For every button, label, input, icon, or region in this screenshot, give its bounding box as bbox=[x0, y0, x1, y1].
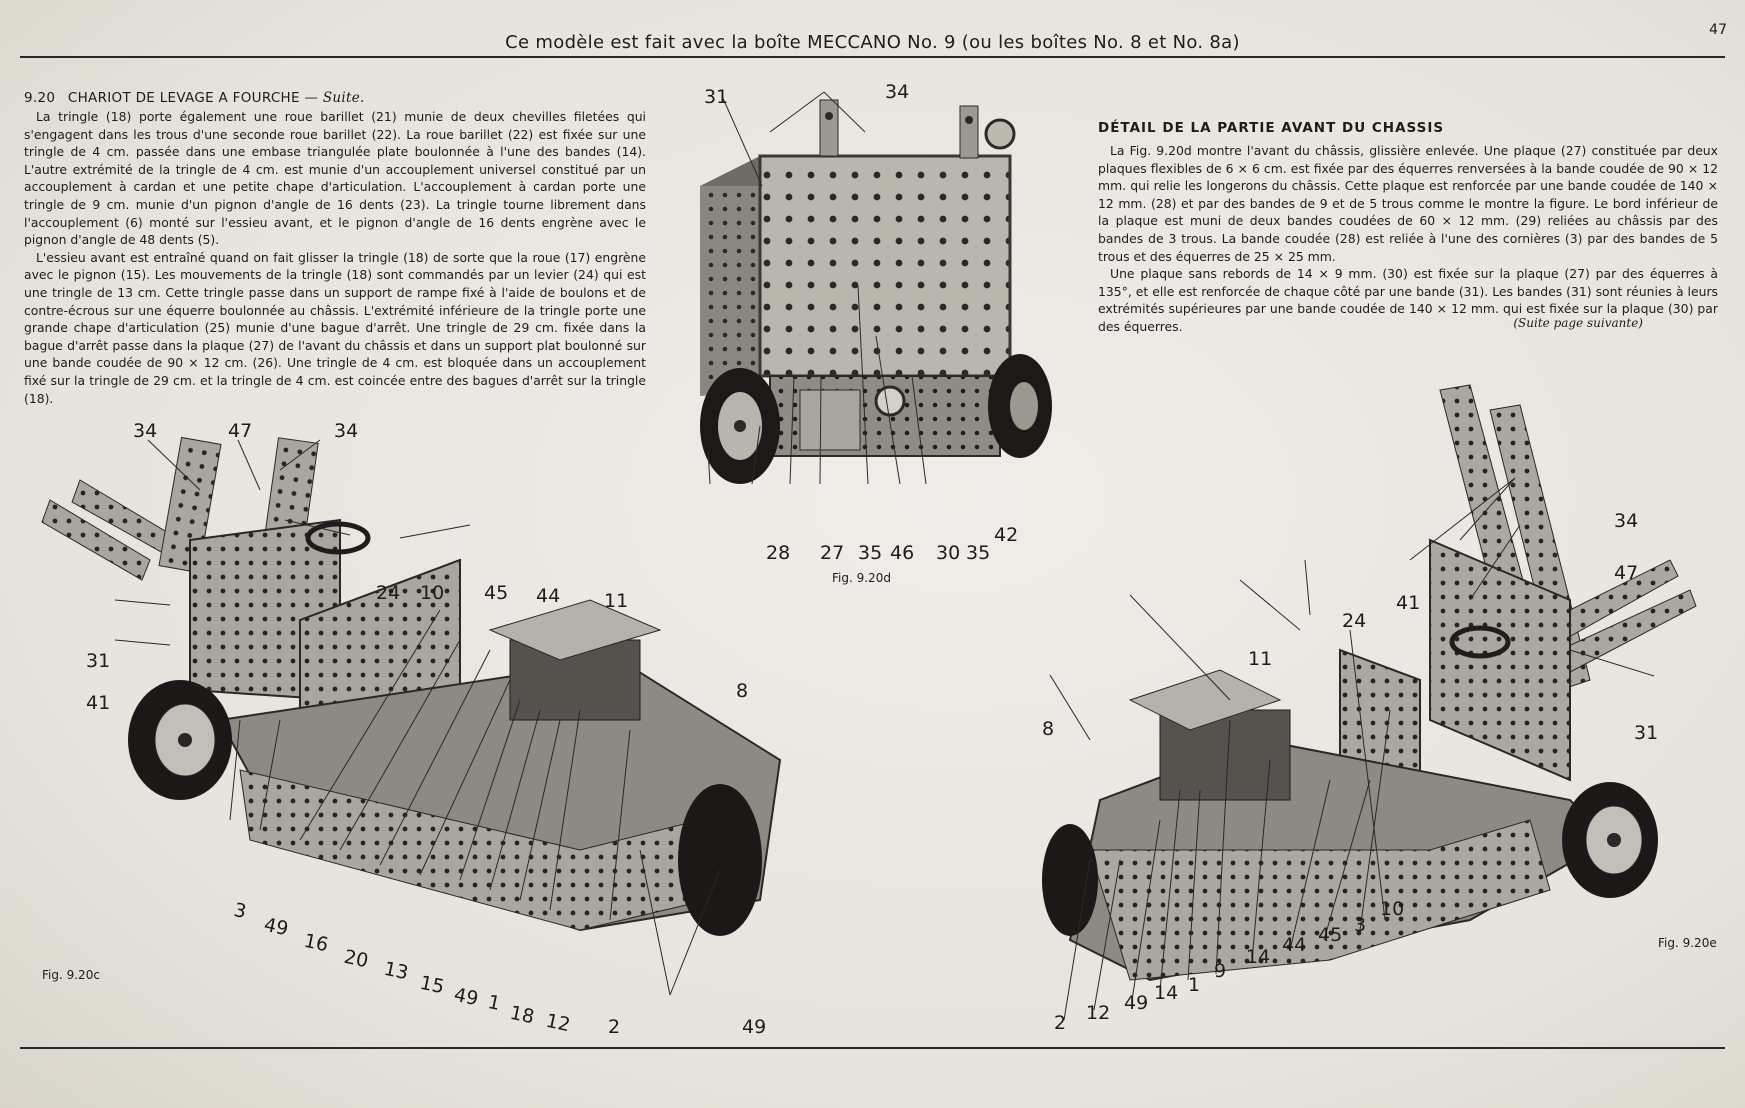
fig-d-label-31: 31 bbox=[704, 86, 729, 108]
figure-9-20e-illustration bbox=[1042, 384, 1697, 1021]
fig-c-label-31: 31 bbox=[86, 650, 111, 672]
fig-e-label-14a: 14 bbox=[1154, 982, 1179, 1004]
fig-e-label-44: 44 bbox=[1282, 934, 1307, 956]
section-heading: 9.20 CHARIOT DE LEVAGE A FOURCHE — Suite… bbox=[24, 90, 365, 106]
fig-e-label-24: 24 bbox=[1342, 610, 1367, 632]
fig-e-label-3: 3 bbox=[1354, 914, 1367, 936]
fig-e-label-31: 31 bbox=[1634, 722, 1659, 744]
fig-c-label-34a: 34 bbox=[133, 420, 158, 442]
suite-next-note: (Suite page suivante) bbox=[1513, 316, 1643, 330]
page-header-title: Ce modèle est fait avec la boîte MECCANO… bbox=[505, 32, 1240, 53]
header-rule bbox=[20, 56, 1725, 58]
figure-9-20c-illustration bbox=[41, 436, 782, 996]
right-paragraph-1: La Fig. 9.20d montre l'avant du châssis,… bbox=[1098, 143, 1718, 264]
right-body-text: La Fig. 9.20d montre l'avant du châssis,… bbox=[1098, 142, 1718, 336]
fig-d-label-30: 30 bbox=[936, 542, 961, 564]
fig-c-label-15: 15 bbox=[417, 971, 447, 999]
fig-c-label-20: 20 bbox=[341, 945, 371, 973]
figure-9-20d-illustration bbox=[700, 91, 1052, 485]
fig-c-label-24: 24 bbox=[376, 582, 401, 604]
left-paragraph-1: La tringle (18) porte également une roue… bbox=[24, 109, 646, 248]
page-number: 47 bbox=[1709, 22, 1727, 38]
fig-d-label-35b: 35 bbox=[966, 542, 991, 564]
fig-c-label-49a: 49 bbox=[261, 913, 291, 941]
right-section-title: DÉTAIL DE LA PARTIE AVANT DU CHASSIS bbox=[1098, 120, 1445, 136]
fig-e-label-45: 45 bbox=[1318, 924, 1343, 946]
fig-c-label-16: 16 bbox=[301, 929, 331, 957]
fig-d-caption: Fig. 9.20d bbox=[832, 571, 891, 585]
fig-e-label-2: 2 bbox=[1054, 1012, 1067, 1034]
fig-c-label-11: 11 bbox=[604, 590, 629, 612]
fig-c-label-49c: 49 bbox=[742, 1016, 767, 1038]
fig-c-label-41: 41 bbox=[86, 692, 111, 714]
figure-9-20c: 34 47 34 24 10 45 44 11 31 41 8 3 49 16 … bbox=[20, 420, 820, 1040]
fig-e-label-9: 9 bbox=[1214, 960, 1227, 982]
fig-c-label-18: 18 bbox=[507, 1001, 537, 1029]
fig-e-label-34: 34 bbox=[1614, 510, 1639, 532]
fig-c-label-2: 2 bbox=[608, 1016, 621, 1038]
fig-d-label-46: 46 bbox=[890, 542, 915, 564]
fig-e-label-47: 47 bbox=[1614, 562, 1639, 584]
fig-e-label-49: 49 bbox=[1124, 992, 1149, 1014]
fig-c-label-34b: 34 bbox=[334, 420, 359, 442]
fig-c-label-49b: 49 bbox=[451, 983, 481, 1011]
figure-9-20d: 31 34 28 27 35 46 30 35 42 Fig. 9.20d bbox=[690, 76, 1070, 585]
fig-d-label-35a: 35 bbox=[858, 542, 883, 564]
fig-c-label-13: 13 bbox=[381, 957, 411, 985]
fig-e-label-11: 11 bbox=[1248, 648, 1273, 670]
fig-d-label-28: 28 bbox=[766, 542, 791, 564]
left-body-text: La tringle (18) porte également une roue… bbox=[24, 108, 646, 407]
fig-c-label-45: 45 bbox=[484, 582, 509, 604]
footer-rule bbox=[20, 1047, 1725, 1049]
section-title: CHARIOT DE LEVAGE A FOURCHE bbox=[67, 90, 300, 106]
fig-c-label-47: 47 bbox=[228, 420, 253, 442]
fig-d-label-27: 27 bbox=[820, 542, 845, 564]
fig-e-label-41: 41 bbox=[1396, 592, 1421, 614]
fig-e-label-8: 8 bbox=[1042, 718, 1055, 740]
fig-d-label-42: 42 bbox=[994, 524, 1019, 546]
fig-c-label-44: 44 bbox=[536, 585, 561, 607]
fig-e-label-12: 12 bbox=[1086, 1002, 1111, 1024]
right-paragraph-2: Une plaque sans rebords de 14 × 9 mm. (3… bbox=[1098, 266, 1718, 334]
fig-e-label-10: 10 bbox=[1380, 898, 1405, 920]
fig-c-label-10: 10 bbox=[420, 582, 445, 604]
fig-e-label-14b: 14 bbox=[1246, 946, 1271, 968]
section-number: 9.20 bbox=[24, 90, 56, 106]
fig-e-caption: Fig. 9.20e bbox=[1658, 936, 1717, 950]
section-suite: — Suite. bbox=[304, 90, 365, 106]
left-paragraph-2: L'essieu avant est entraîné quand on fai… bbox=[24, 249, 646, 406]
fig-c-label-12: 12 bbox=[543, 1009, 573, 1037]
fig-d-label-34: 34 bbox=[885, 81, 910, 103]
fig-e-label-1: 1 bbox=[1188, 974, 1201, 996]
fig-c-label-8: 8 bbox=[736, 680, 749, 702]
fig-c-caption: Fig. 9.20c bbox=[42, 968, 100, 982]
figure-9-20e: 34 47 41 24 11 8 31 2 12 49 14 1 9 14 44… bbox=[1030, 380, 1730, 1040]
